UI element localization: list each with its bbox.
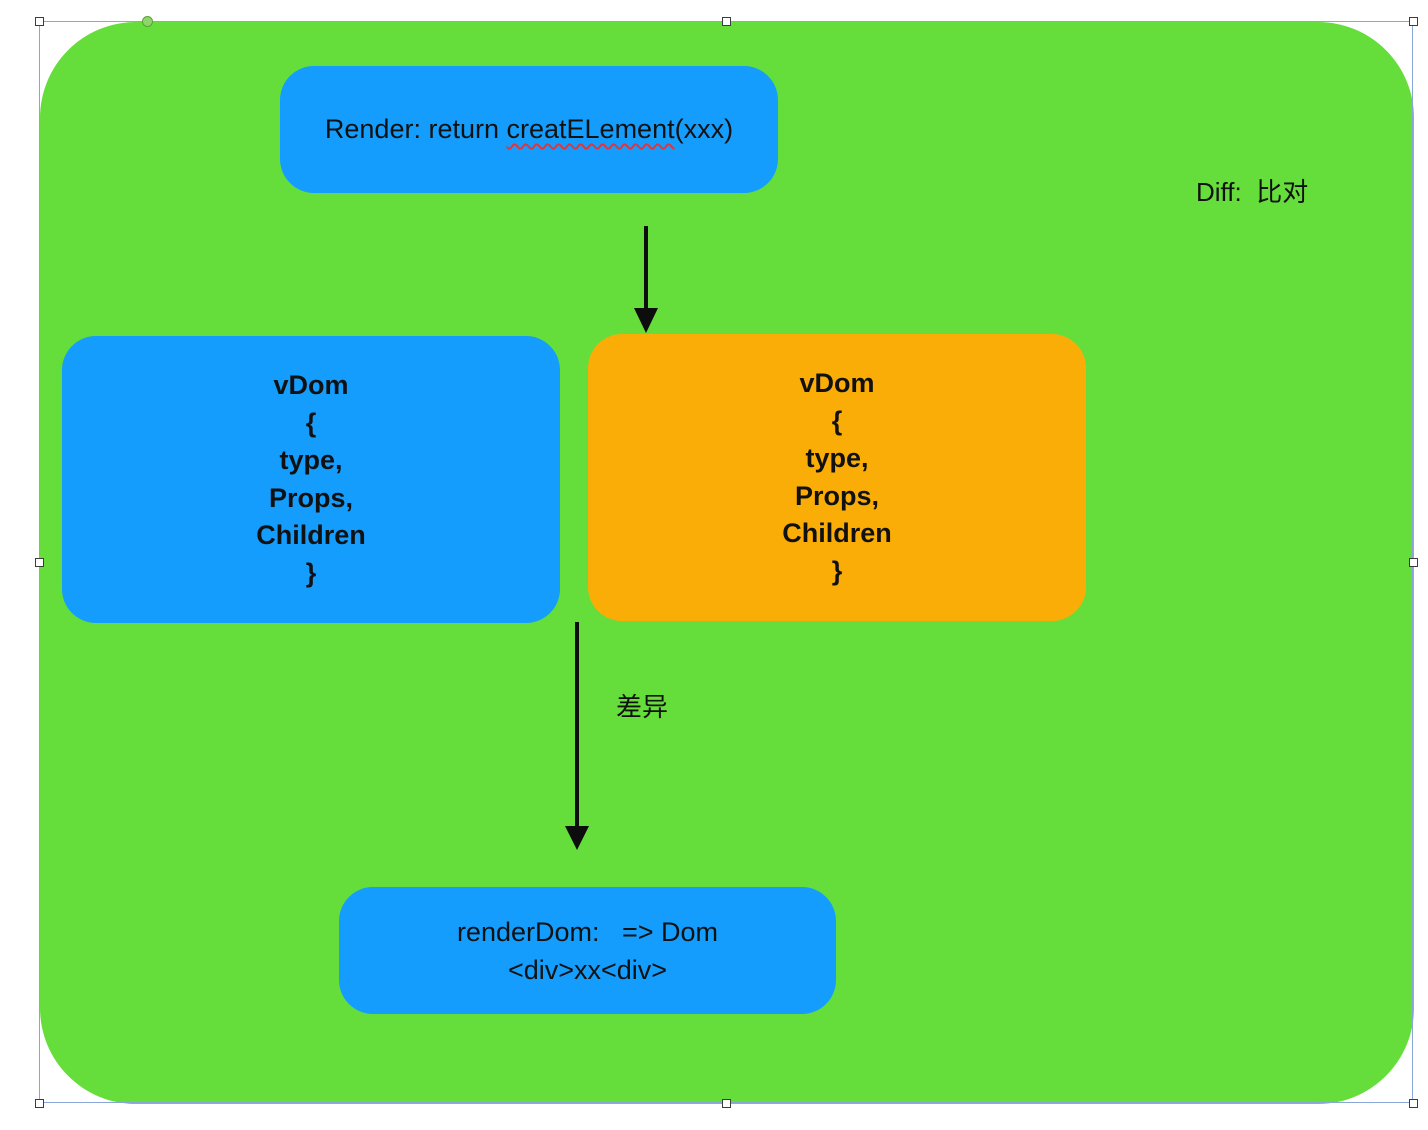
render-box-misspelled-word: creatELement xyxy=(506,113,675,144)
render-dom-box[interactable]: renderDom: => Dom <div>xx<div> xyxy=(339,887,836,1014)
resize-handle-bottom[interactable] xyxy=(722,1099,731,1108)
resize-handle-top[interactable] xyxy=(722,17,731,26)
vdom-right-line: { xyxy=(831,405,843,436)
render-dom-line-2: <div>xx<div> xyxy=(507,954,668,985)
arrow-vdom-to-renderdom[interactable] xyxy=(565,622,589,850)
vdom-left-line: Props, xyxy=(268,482,354,513)
difference-label[interactable]: 差异 xyxy=(616,692,669,722)
resize-handle-bottom-left[interactable] xyxy=(35,1099,44,1108)
vdom-left-line: vDom xyxy=(273,370,349,400)
render-box[interactable]: Render: return creatELement(xxx) xyxy=(280,66,778,193)
resize-handle-left[interactable] xyxy=(35,558,44,567)
render-box-suffix: (xxx) xyxy=(674,113,734,144)
vdom-right-line: vDom xyxy=(799,368,875,398)
arrow-head xyxy=(634,308,658,333)
vdom-box-right[interactable]: vDom { type, Props, Children } xyxy=(588,334,1086,621)
render-box-prefix: Render: return xyxy=(324,113,507,144)
render-dom-line-1: renderDom: => Dom xyxy=(456,916,719,947)
arrow-render-to-vdom[interactable] xyxy=(634,226,658,333)
rotation-handle[interactable] xyxy=(142,16,153,27)
vdom-right-line: type, xyxy=(805,443,869,473)
vdom-left-line: type, xyxy=(279,445,343,475)
vdom-right-line: } xyxy=(831,555,843,586)
resize-handle-top-left[interactable] xyxy=(35,17,44,26)
diff-label[interactable]: Diff: 比对 xyxy=(1196,177,1309,207)
resize-handle-right[interactable] xyxy=(1409,558,1418,567)
vdom-right-line: Props, xyxy=(794,480,880,511)
vdom-box-left[interactable]: vDom { type, Props, Children } xyxy=(62,336,560,623)
arrow-head xyxy=(565,826,589,850)
resize-handle-top-right[interactable] xyxy=(1409,17,1418,26)
resize-handle-bottom-right[interactable] xyxy=(1409,1099,1418,1108)
vdom-right-line: Children xyxy=(782,518,892,548)
vdom-left-line: } xyxy=(305,557,317,588)
vdom-left-line: Children xyxy=(256,520,366,550)
vdom-left-line: { xyxy=(305,407,317,438)
